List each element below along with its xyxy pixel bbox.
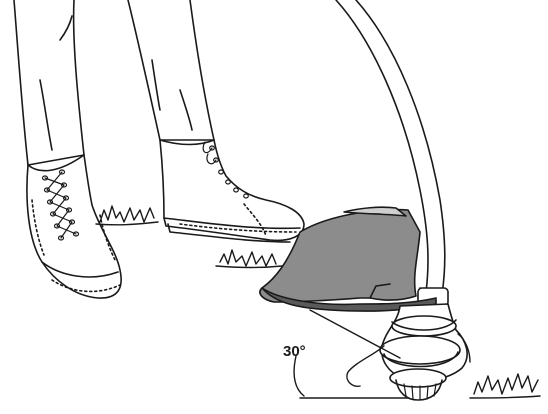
angle-label: 30° xyxy=(283,343,306,360)
left-leg xyxy=(14,0,84,165)
angle-arc xyxy=(294,356,304,396)
right-leg xyxy=(128,0,214,140)
trimmer-head xyxy=(380,304,467,400)
left-boot xyxy=(27,155,121,298)
right-boot xyxy=(160,140,304,242)
